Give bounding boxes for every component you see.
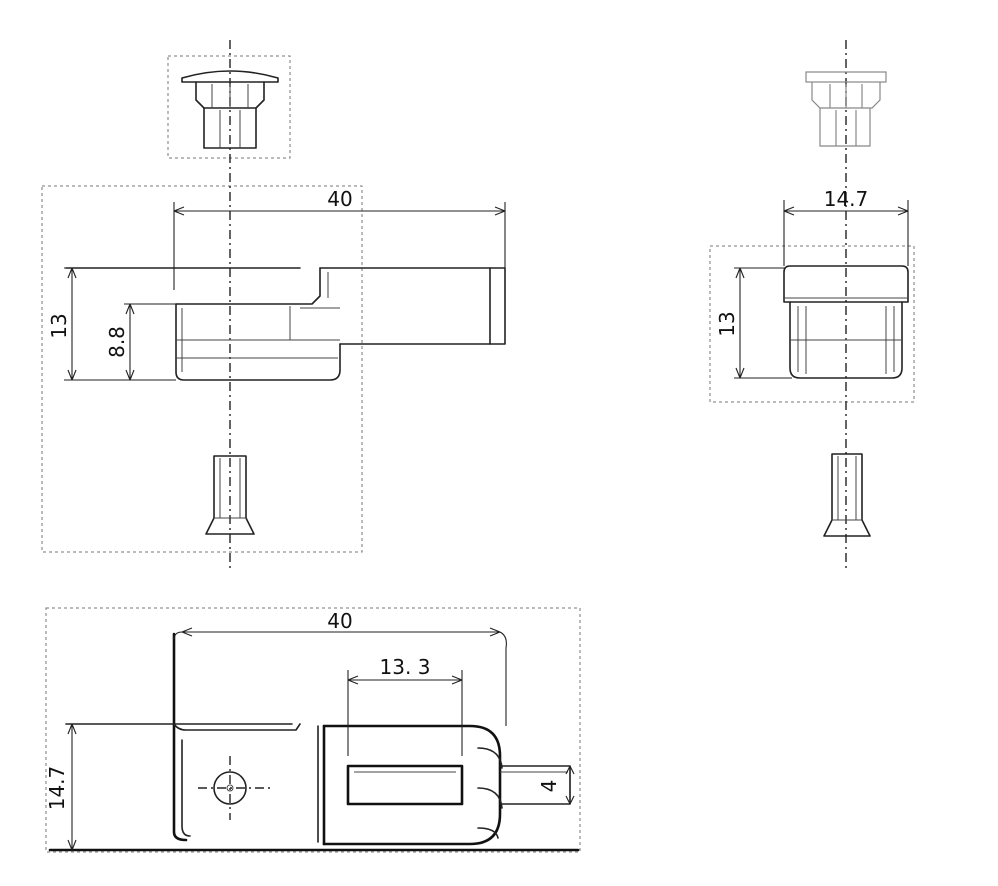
front-length-label: 40 — [327, 187, 352, 211]
top-slot-length-label: 13. 3 — [380, 655, 431, 679]
front-body-height-label: 8.8 — [105, 326, 129, 358]
top-length-dimension: 40 — [173, 609, 507, 726]
top-view: 40 13. 3 14.7 4 — [45, 607, 581, 853]
side-width-dimension: 14.7 — [783, 187, 909, 266]
side-t-nut — [805, 71, 887, 147]
front-length-dimension: 40 — [173, 187, 506, 290]
side-view-frame — [709, 245, 915, 403]
top-left-block — [65, 632, 326, 846]
top-slot-width-label: 4 — [537, 780, 561, 793]
slider-body — [65, 267, 506, 381]
top-width-dimension: 14.7 — [45, 723, 77, 851]
top-slot-length-dimension: 13. 3 — [347, 655, 463, 756]
front-height-dimension: 13 — [47, 267, 176, 381]
t-nut — [181, 70, 279, 149]
top-right-block — [322, 724, 571, 846]
top-width-label: 14.7 — [45, 766, 69, 811]
side-screw — [823, 453, 871, 537]
front-view: 40 13 8.8 — [41, 40, 506, 570]
side-height-label: 13 — [715, 311, 739, 336]
front-height-label: 13 — [47, 313, 71, 338]
front-view-frame — [41, 185, 363, 553]
mounting-hole — [213, 771, 247, 805]
top-length-label: 40 — [327, 609, 352, 633]
front-body-height-dimension: 8.8 — [105, 303, 176, 381]
side-width-label: 14.7 — [824, 187, 869, 211]
side-view: 14.7 13 — [709, 40, 915, 572]
top-view-frame — [45, 607, 581, 853]
top-slot-width-dimension: 4 — [537, 765, 575, 805]
adjustment-slot — [346, 764, 464, 806]
nut-detail-frame — [167, 55, 291, 159]
side-height-dimension: 13 — [715, 267, 792, 379]
countersunk-screw — [205, 455, 255, 535]
